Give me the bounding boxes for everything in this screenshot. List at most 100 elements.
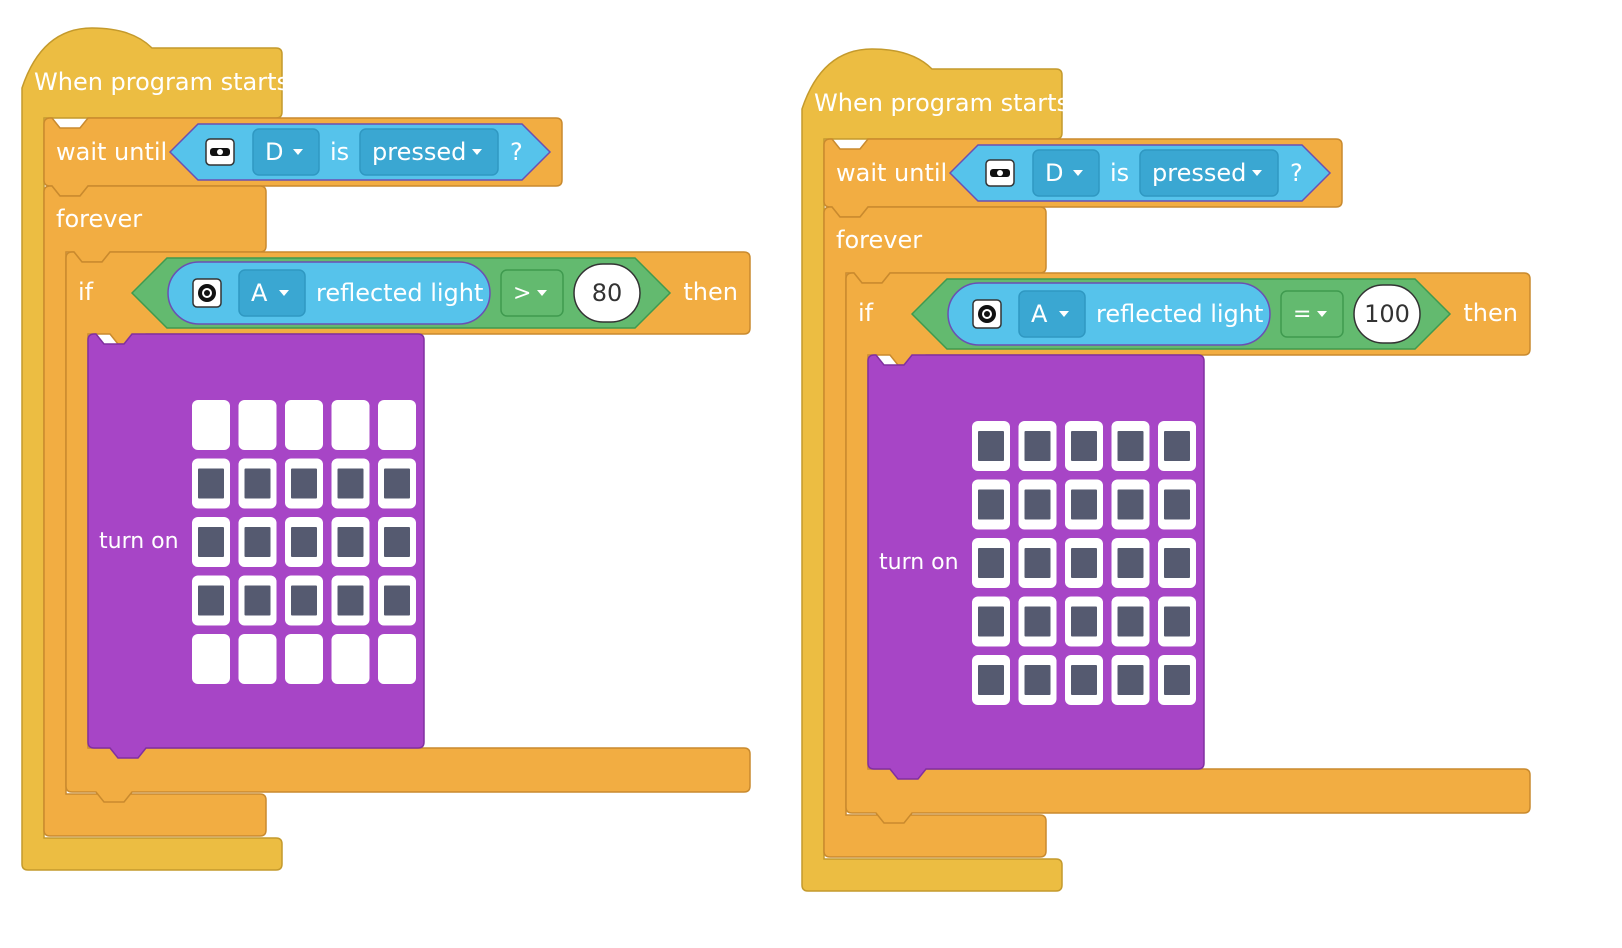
led-pixel[interactable]: [378, 400, 416, 450]
led-pixel-off: [1071, 548, 1097, 578]
if-label: if: [78, 278, 94, 306]
state-dropdown-label: pressed: [1152, 159, 1246, 187]
is-label: is: [330, 138, 349, 166]
chevron-down-icon: [1317, 311, 1327, 317]
chevron-down-icon: [1059, 311, 1069, 317]
light-matrix[interactable]: [192, 400, 416, 684]
light-matrix[interactable]: [972, 421, 1196, 705]
if-then-block[interactable]: [65, 251, 751, 803]
led-pixel[interactable]: [192, 400, 230, 450]
led-pixel[interactable]: [285, 400, 323, 450]
operator-dropdown-box[interactable]: [1280, 290, 1344, 338]
led-pixel[interactable]: [192, 634, 230, 684]
led-pixel-off: [384, 468, 410, 499]
led-pixel-off: [198, 468, 224, 499]
when-program-starts-block[interactable]: [21, 27, 283, 871]
wait-until-label: wait until: [56, 138, 167, 166]
question-mark: ?: [510, 138, 523, 166]
when-program-starts-block[interactable]: [801, 48, 1063, 892]
led-pixel-off: [244, 585, 271, 616]
color-port-dropdown-box[interactable]: [238, 269, 306, 317]
color-port-dropdown[interactable]: A: [238, 269, 306, 317]
led-pixel-off: [1024, 489, 1051, 520]
led-pixel-off: [337, 468, 364, 499]
state-dropdown[interactable]: pressed: [1139, 149, 1279, 197]
led-pixel-off: [1164, 606, 1190, 637]
forever-label: forever: [836, 226, 922, 254]
color-port-dropdown-label: A: [251, 279, 268, 307]
is-label: is: [1110, 159, 1129, 187]
led-pixel-off: [1024, 606, 1051, 637]
state-dropdown[interactable]: pressed: [359, 128, 499, 176]
led-pixel[interactable]: [331, 400, 370, 450]
threshold-value: 80: [592, 279, 623, 307]
chevron-down-icon: [537, 290, 547, 296]
then-label: then: [1463, 299, 1518, 327]
led-pixel-off: [1024, 548, 1051, 578]
forever-block[interactable]: [823, 206, 1047, 858]
threshold-input[interactable]: 80: [573, 263, 641, 323]
reflected-light-label: reflected light: [316, 279, 483, 307]
led-pixel-off: [978, 665, 1004, 695]
chevron-down-icon: [1252, 170, 1262, 176]
reflected-light-label: reflected light: [1096, 300, 1263, 328]
port-dropdown[interactable]: D: [252, 128, 320, 176]
if-label: if: [858, 299, 874, 327]
question-mark: ?: [1290, 159, 1303, 187]
wait-until-label: wait until: [836, 159, 947, 187]
led-pixel-off: [244, 468, 271, 499]
port-dropdown-box[interactable]: [252, 128, 320, 176]
threshold-input[interactable]: 100: [1353, 284, 1421, 344]
operator-dropdown[interactable]: =: [1280, 290, 1344, 338]
led-pixel-off: [1117, 548, 1144, 578]
port-dropdown-label: D: [265, 138, 283, 166]
led-pixel-off: [1117, 606, 1144, 637]
threshold-value: 100: [1364, 300, 1410, 328]
force-sensor-icon: [205, 138, 235, 166]
state-dropdown-box[interactable]: [1139, 149, 1279, 197]
hat-label: When program starts: [814, 89, 1069, 117]
led-pixel-off: [384, 585, 410, 616]
operator-dropdown-box[interactable]: [500, 269, 564, 317]
threshold-input-box[interactable]: [573, 263, 641, 323]
led-pixel-off: [1024, 665, 1051, 695]
led-pixel-off: [198, 527, 224, 557]
led-pixel[interactable]: [331, 634, 370, 684]
led-pixel-off: [1071, 489, 1097, 520]
state-dropdown-label: pressed: [372, 138, 466, 166]
led-pixel[interactable]: [378, 634, 416, 684]
led-pixel[interactable]: [238, 400, 277, 450]
port-dropdown-box[interactable]: [1032, 149, 1100, 197]
color-port-dropdown[interactable]: A: [1018, 290, 1086, 338]
led-pixel-off: [1071, 665, 1097, 695]
turn-on-label: turn on: [99, 529, 179, 554]
led-pixel-off: [978, 548, 1004, 578]
led-pixel-off: [1164, 431, 1190, 461]
hat-label: When program starts: [34, 68, 289, 96]
led-pixel[interactable]: [238, 634, 277, 684]
color-sensor-icon: [972, 299, 1002, 329]
color-port-dropdown-box[interactable]: [1018, 290, 1086, 338]
led-pixel-off: [337, 527, 364, 557]
threshold-input-box[interactable]: [1353, 284, 1421, 344]
operator-dropdown[interactable]: >: [500, 269, 564, 317]
color-sensor-icon: [192, 278, 222, 308]
then-label: then: [683, 278, 738, 306]
state-dropdown-box[interactable]: [359, 128, 499, 176]
port-dropdown[interactable]: D: [1032, 149, 1100, 197]
led-pixel-off: [384, 527, 410, 557]
port-dropdown-label: D: [1045, 159, 1063, 187]
chevron-down-icon: [1073, 170, 1083, 176]
forever-block[interactable]: [43, 185, 267, 837]
led-pixel-off: [978, 606, 1004, 637]
if-then-block[interactable]: [845, 272, 1531, 824]
led-pixel-off: [1164, 665, 1190, 695]
operator-dropdown-label: >: [513, 281, 531, 306]
chevron-down-icon: [279, 290, 289, 296]
led-pixel[interactable]: [285, 634, 323, 684]
led-pixel-off: [1071, 606, 1097, 637]
